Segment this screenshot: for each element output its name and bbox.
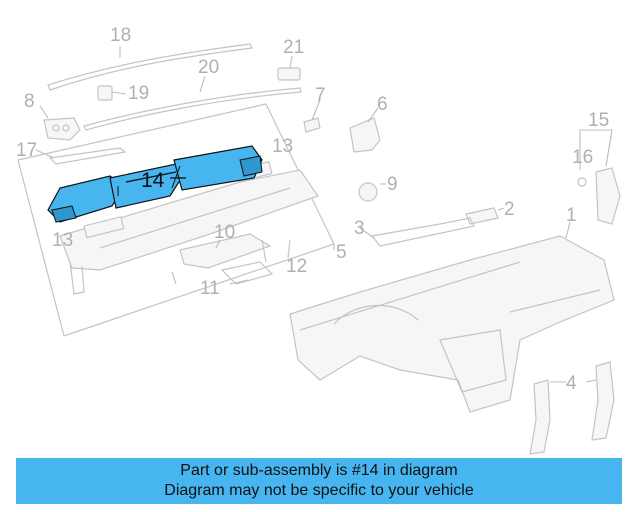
inset-box-5 [17,103,335,337]
part-8-vent-assembly [39,105,81,141]
callout-4: 4 [566,373,577,394]
dash-reinforcement-frame [59,161,319,295]
part-11-bolt [171,271,249,285]
callout-1: 1 [566,205,577,226]
callout-15: 15 [588,110,609,131]
callout-14-highlighted: 14 [141,169,165,192]
part-12-bolt [261,239,291,263]
part-15-16-side-panel [577,129,621,225]
callout-7: 7 [315,85,326,106]
part-10-bracket [179,233,274,285]
part-6-bracket [349,107,381,153]
callout-8: 8 [24,91,35,112]
callout-19: 19 [128,83,149,104]
callout-9: 9 [387,174,398,195]
part-1-instrument-panel [289,221,615,413]
part-14-duct-highlighted [47,145,263,223]
part-19-clip [97,85,127,101]
part-4-side-ducts [529,361,615,455]
part-20-defroster-strip [83,75,302,131]
callout-13-top: 13 [272,136,293,157]
callout-10: 10 [214,222,235,243]
banner-line-part-number: Part or sub-assembly is #14 in diagram [180,462,458,479]
callout-5: 5 [336,242,347,263]
callout-20: 20 [198,57,219,78]
callout-3: 3 [354,218,365,239]
callout-17: 17 [16,140,37,161]
part-9-grommet [358,182,386,202]
part-17-wire-clip [35,147,127,165]
callout-12: 12 [286,256,307,277]
callout-6: 6 [377,94,388,115]
part-21-sensor [277,55,301,81]
part-7-bracket [303,99,321,133]
callout-11: 11 [200,278,220,299]
part-3-brace [359,217,475,247]
callout-16: 16 [572,147,593,168]
callout-2: 2 [504,199,515,220]
banner-line-disclaimer: Diagram may not be specific to your vehi… [164,482,474,499]
part-2-clip [465,207,505,225]
callout-18: 18 [110,25,131,46]
info-banner: Part or sub-assembly is #14 in diagram D… [16,458,622,504]
callout-21: 21 [283,37,304,58]
part-18-dash-trim-strip [47,43,253,91]
callout-13-left: 13 [52,230,73,251]
